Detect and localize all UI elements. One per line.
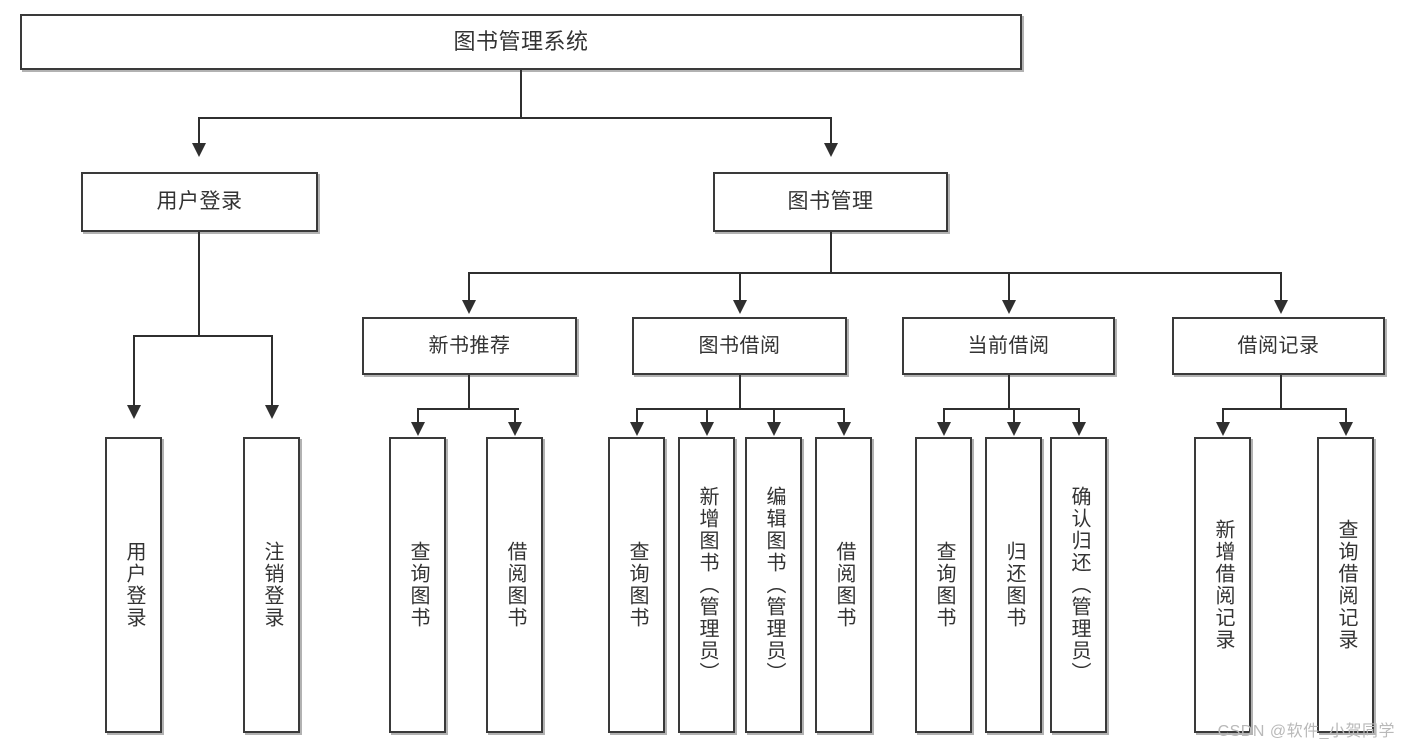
connector-newbook-leaf-2	[514, 408, 516, 424]
connector-book-borrow-stem	[739, 375, 741, 409]
node-current-borrow[interactable]: 当前借阅	[902, 317, 1115, 375]
node-label: 借阅记录	[1237, 335, 1320, 357]
connector-user-login-to-leaf-2	[271, 335, 273, 407]
connector-current-borrow-stem	[1008, 375, 1010, 409]
arrowhead-currentborrow-leaf-1	[937, 422, 951, 436]
connector-currentborrow-leaf-3	[1078, 408, 1080, 424]
arrowhead-bm-to-current-borrow	[1002, 300, 1016, 314]
connector-bookborrow-leaf-2	[706, 408, 708, 424]
connector-bookborrow-leaf-1	[636, 408, 638, 424]
connector-bookborrow-leaf-4	[843, 408, 845, 424]
leaf-book-borrow-borrow[interactable]: 借阅图书	[815, 437, 872, 733]
connector-root-bus	[198, 117, 832, 119]
leaf-new-book-borrow[interactable]: 借阅图书	[486, 437, 543, 733]
connector-book-management-bus	[468, 272, 1280, 274]
connector-currentborrow-leaf-1	[943, 408, 945, 424]
arrowhead-user-login-leaf-2	[265, 405, 279, 419]
node-label: 注销登录	[261, 541, 283, 629]
leaf-borrow-record-add[interactable]: 新增借阅记录	[1194, 437, 1251, 733]
leaf-user-login-logout[interactable]: 注销登录	[243, 437, 300, 733]
node-label: 查询图书	[933, 541, 955, 629]
arrowhead-bm-to-book-borrow	[733, 300, 747, 314]
arrowhead-newbook-leaf-1	[411, 422, 425, 436]
arrowhead-bookborrow-leaf-3	[767, 422, 781, 436]
connector-bookborrow-leaf-3	[773, 408, 775, 424]
arrowhead-currentborrow-leaf-3	[1072, 422, 1086, 436]
connector-root-stem	[520, 70, 522, 118]
node-label: 用户登录	[123, 541, 145, 629]
arrowhead-borrowrecord-leaf-2	[1339, 422, 1353, 436]
node-label: 新书推荐	[428, 335, 511, 357]
node-label: 归还图书	[1003, 541, 1025, 629]
arrowhead-user-login-leaf-1	[127, 405, 141, 419]
connector-bm-to-current-borrow	[1008, 272, 1010, 302]
leaf-current-borrow-return[interactable]: 归还图书	[985, 437, 1042, 733]
connector-borrow-record-bus	[1222, 408, 1345, 410]
node-label: 用户登录	[156, 190, 243, 214]
arrowhead-bookborrow-leaf-1	[630, 422, 644, 436]
node-label: 查询图书	[626, 541, 648, 629]
arrowhead-root-to-book-management	[824, 143, 838, 157]
node-user-login[interactable]: 用户登录	[81, 172, 318, 232]
connector-user-login-stem	[198, 232, 200, 336]
node-label: 新增借阅记录	[1212, 519, 1234, 651]
leaf-current-borrow-query[interactable]: 查询图书	[915, 437, 972, 733]
node-label: 新增图书（管理员）	[696, 486, 718, 684]
connector-borrowrecord-leaf-1	[1222, 408, 1224, 424]
node-label: 图书借阅	[698, 335, 781, 357]
connector-bm-to-book-borrow	[739, 272, 741, 302]
connector-root-to-user-login	[198, 117, 200, 145]
node-label: 查询图书	[407, 541, 429, 629]
leaf-user-login-login[interactable]: 用户登录	[105, 437, 162, 733]
leaf-book-borrow-add[interactable]: 新增图书（管理员）	[678, 437, 735, 733]
node-label: 图书管理系统	[453, 28, 589, 54]
node-label: 借阅图书	[504, 541, 526, 629]
connector-root-to-book-management	[830, 117, 832, 145]
node-label: 查询借阅记录	[1335, 519, 1357, 651]
arrowhead-bookborrow-leaf-4	[837, 422, 851, 436]
arrowhead-bookborrow-leaf-2	[700, 422, 714, 436]
connector-book-borrow-bus	[636, 408, 843, 410]
leaf-borrow-record-query[interactable]: 查询借阅记录	[1317, 437, 1374, 733]
node-label: 确认归还（管理员）	[1068, 486, 1090, 684]
arrowhead-root-to-user-login	[192, 143, 206, 157]
node-label: 当前借阅	[967, 335, 1050, 357]
node-new-book-recommend[interactable]: 新书推荐	[362, 317, 577, 375]
leaf-book-borrow-query[interactable]: 查询图书	[608, 437, 665, 733]
connector-newbook-leaf-1	[417, 408, 419, 424]
leaf-new-book-query[interactable]: 查询图书	[389, 437, 446, 733]
connector-current-borrow-bus	[943, 408, 1078, 410]
connector-user-login-to-leaf-1	[133, 335, 135, 407]
leaf-current-borrow-confirm-return[interactable]: 确认归还（管理员）	[1050, 437, 1107, 733]
arrowhead-borrowrecord-leaf-1	[1216, 422, 1230, 436]
connector-currentborrow-leaf-2	[1013, 408, 1015, 424]
connector-new-book-stem	[468, 375, 470, 409]
arrowhead-newbook-leaf-2	[508, 422, 522, 436]
node-borrow-record[interactable]: 借阅记录	[1172, 317, 1385, 375]
node-book-borrow[interactable]: 图书借阅	[632, 317, 847, 375]
node-label: 编辑图书（管理员）	[763, 486, 785, 684]
arrowhead-bm-to-borrow-record	[1274, 300, 1288, 314]
leaf-book-borrow-edit[interactable]: 编辑图书（管理员）	[745, 437, 802, 733]
node-book-management-system[interactable]: 图书管理系统	[20, 14, 1022, 70]
node-book-management[interactable]: 图书管理	[713, 172, 948, 232]
connector-new-book-bus	[417, 408, 519, 410]
connector-user-login-bus	[133, 335, 271, 337]
arrowhead-currentborrow-leaf-2	[1007, 422, 1021, 436]
connector-book-management-stem	[830, 232, 832, 274]
connector-borrowrecord-leaf-2	[1345, 408, 1347, 424]
connector-borrow-record-stem	[1280, 375, 1282, 409]
arrowhead-bm-to-new-book	[462, 300, 476, 314]
node-label: 借阅图书	[833, 541, 855, 629]
connector-bm-to-borrow-record	[1280, 272, 1282, 302]
node-label: 图书管理	[787, 190, 874, 214]
connector-bm-to-new-book	[468, 272, 470, 302]
